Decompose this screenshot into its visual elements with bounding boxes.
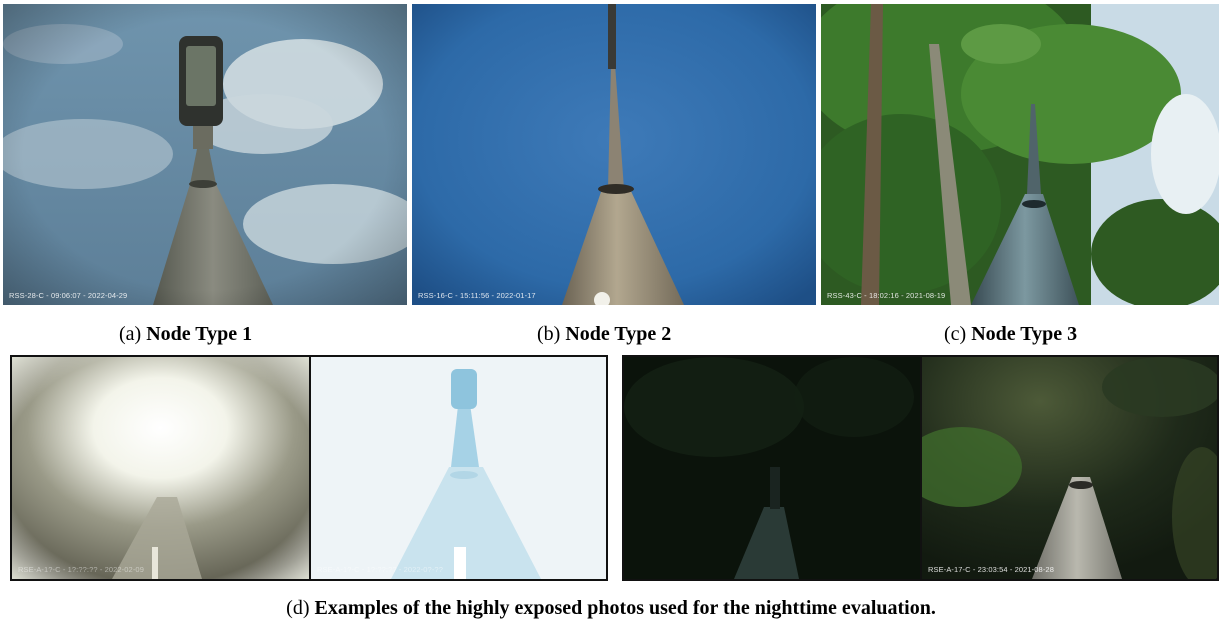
caption-c-title: Node Type 3 <box>971 323 1078 345</box>
photo-night-2: RSE-A-17-C - 23:03:54 - 2021-08-28 <box>922 357 1217 579</box>
photo-overexposed-2-image <box>311 357 606 579</box>
photo-timestamp: RSE-A-1?-C - 1?:??:?? - 2022-0?-?? <box>317 565 443 574</box>
caption-d: (d) Examples of the highly exposed photo… <box>0 597 1222 620</box>
photo-overexposed-1-image <box>12 357 309 579</box>
photo-timestamp: RSS-43-C - 18:02:16 - 2021-08-19 <box>827 291 946 300</box>
caption-b-prefix: (b) <box>537 323 561 345</box>
frame-divider <box>309 357 311 579</box>
caption-a: (a) Node Type 1 <box>119 323 252 346</box>
photo-night-1 <box>624 357 920 579</box>
photo-node-type-3: RSS-43-C - 18:02:16 - 2021-08-19 <box>821 4 1219 305</box>
photo-timestamp: RSS-28-C - 09:06:07 - 2022-04-29 <box>9 291 128 300</box>
photo-node-type-2: RSS-16-C - 15:11:56 - 2022-01-17 <box>412 4 816 305</box>
photo-overexposed-2: RSE-A-1?-C - 1?:??:?? - 2022-0?-?? <box>311 357 606 579</box>
caption-c: (c) Node Type 3 <box>944 323 1077 346</box>
caption-c-prefix: (c) <box>944 323 967 345</box>
overexposed-pair-left: RSE-A-1?-C - 1?:??:?? - 2022-02-09 RSE-A… <box>10 355 608 581</box>
photo-night-2-image <box>922 357 1217 579</box>
photo-node-type-1-image <box>3 4 407 305</box>
caption-d-prefix: (d) <box>286 597 310 619</box>
caption-b-title: Node Type 2 <box>565 323 672 345</box>
caption-b: (b) Node Type 2 <box>537 323 671 346</box>
photo-node-type-3-image <box>821 4 1219 305</box>
photo-overexposed-1: RSE-A-1?-C - 1?:??:?? - 2022-02-09 <box>12 357 309 579</box>
frame-divider <box>920 357 922 579</box>
photo-node-type-2-image <box>412 4 816 305</box>
caption-d-title: Examples of the highly exposed photos us… <box>314 597 936 619</box>
photo-timestamp: RSS-16-C - 15:11:56 - 2022-01-17 <box>418 291 536 300</box>
photo-timestamp: RSE-A-1?-C - 1?:??:?? - 2022-02-09 <box>18 565 144 574</box>
photo-node-type-1: RSS-28-C - 09:06:07 - 2022-04-29 <box>3 4 407 305</box>
caption-a-title: Node Type 1 <box>146 323 253 345</box>
photo-timestamp: RSE-A-17-C - 23:03:54 - 2021-08-28 <box>928 565 1054 574</box>
photo-night-1-image <box>624 357 920 579</box>
caption-a-prefix: (a) <box>119 323 142 345</box>
overexposed-pair-right: RSE-A-17-C - 23:03:54 - 2021-08-28 <box>622 355 1219 581</box>
